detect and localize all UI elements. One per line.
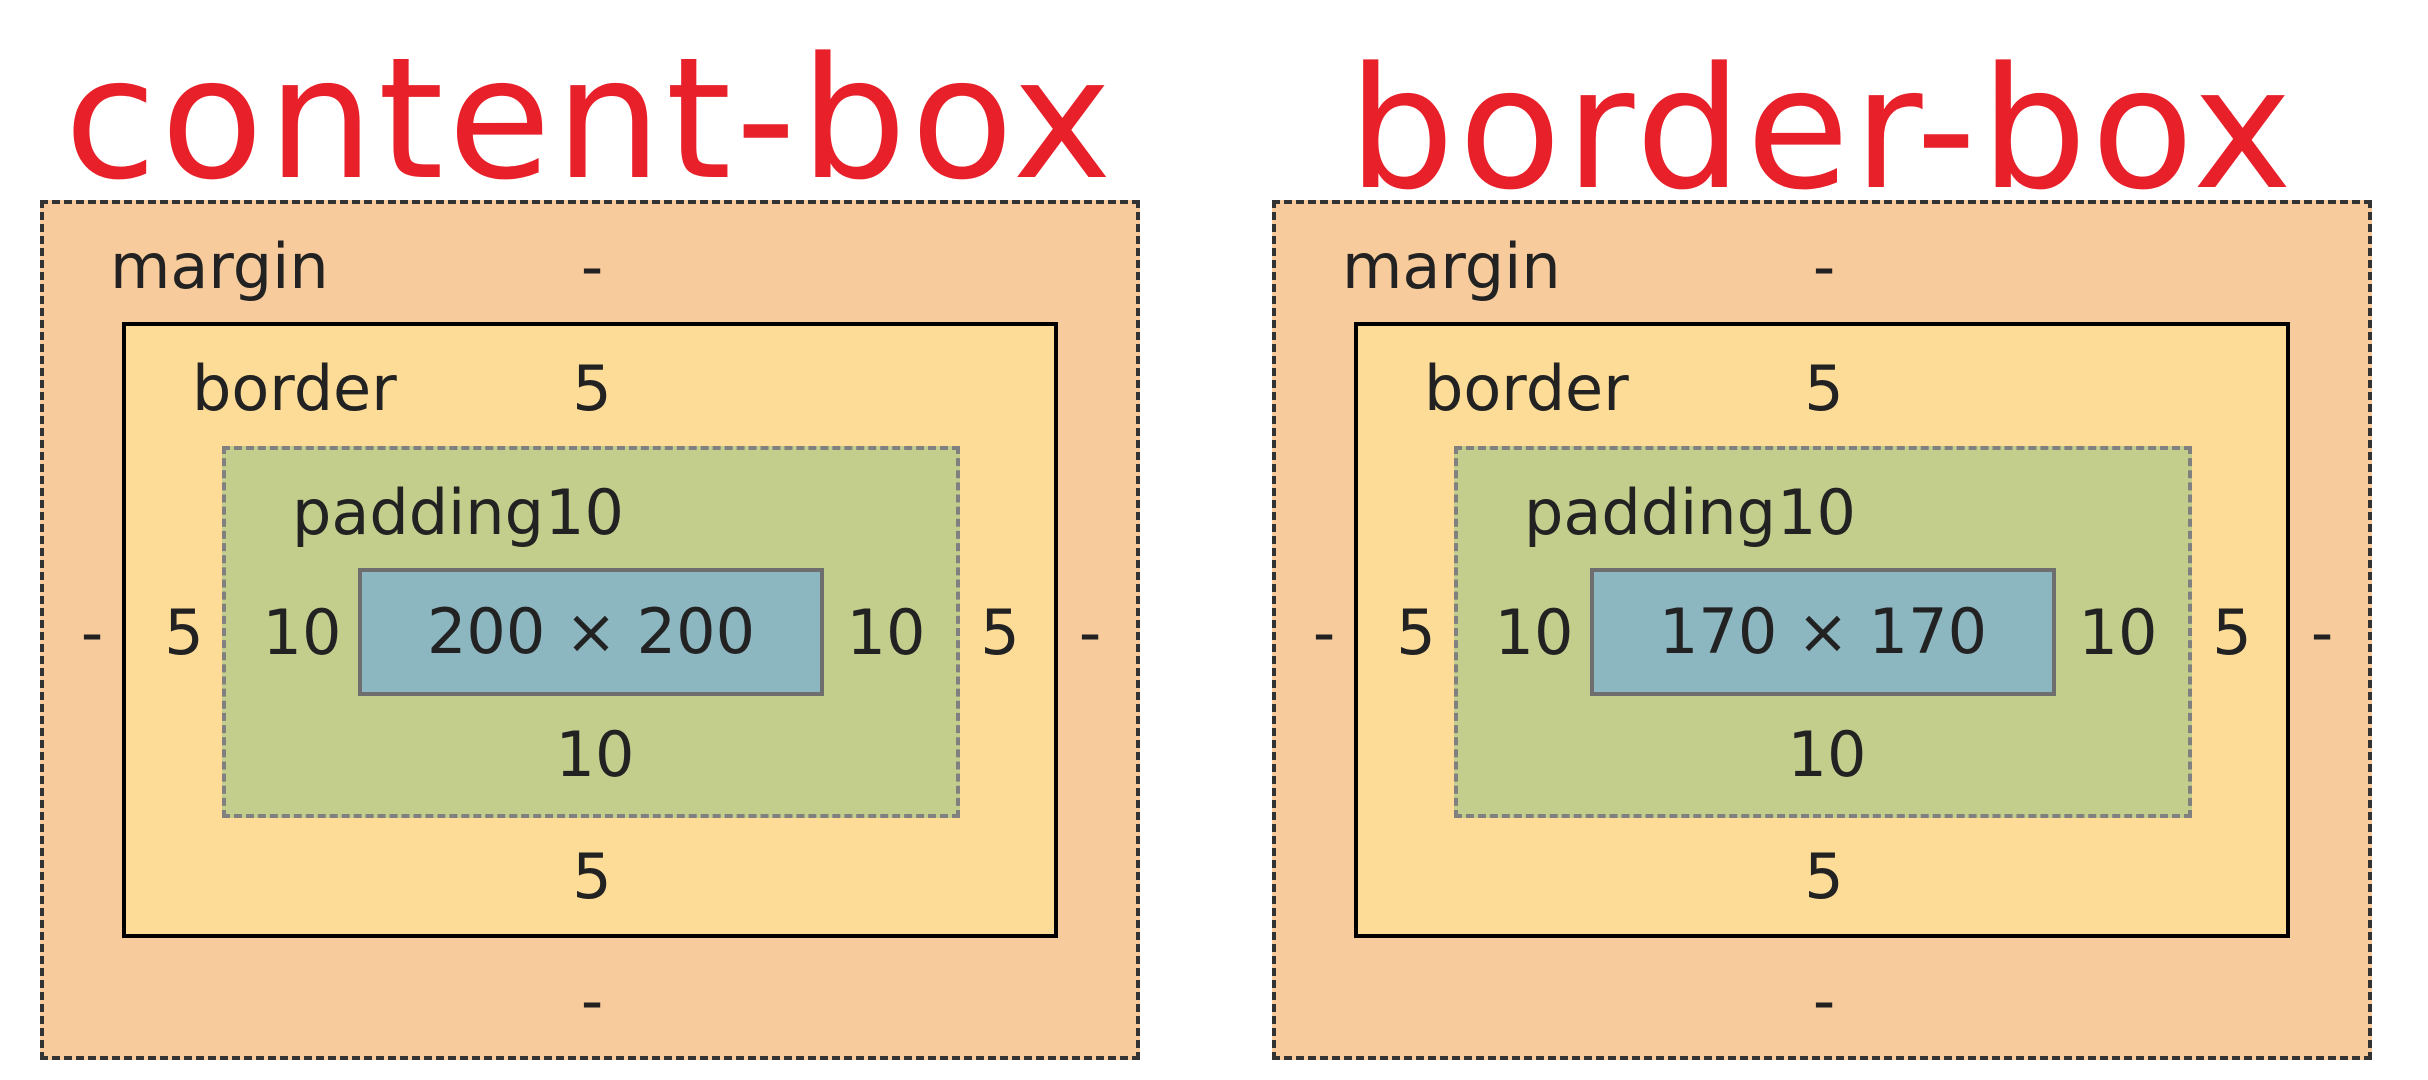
margin-label: margin: [110, 230, 329, 303]
border-right-value: 5: [2212, 596, 2252, 669]
padding-left-value: 10: [1494, 596, 1574, 669]
margin-label: margin: [1342, 230, 1561, 303]
border-right-value: 5: [980, 596, 1020, 669]
padding-bottom-value: 10: [555, 718, 635, 791]
content-dimensions: 200 × 200: [426, 595, 756, 668]
content-area: 170 × 170: [1590, 568, 2056, 696]
content-dimensions: 170 × 170: [1658, 595, 1988, 668]
border-bottom-value: 5: [572, 840, 612, 913]
margin-left-value: -: [80, 596, 104, 669]
margin-top-value: -: [1812, 230, 1836, 303]
border-left-value: 5: [1396, 596, 1436, 669]
padding-right-value: 10: [846, 596, 926, 669]
margin-right-value: -: [1078, 596, 1102, 669]
border-box-title: border-box: [1347, 31, 2297, 227]
content-box-title: content-box: [64, 21, 1116, 217]
margin-bottom-value: -: [1812, 964, 1836, 1037]
border-box-panel: border-box 170 × 170 margin - - - - bord…: [1272, 0, 2412, 1080]
padding-top-value: 10: [545, 476, 624, 549]
border-left-value: 5: [164, 596, 204, 669]
padding-right-value: 10: [2078, 596, 2158, 669]
padding-label: padding: [1524, 476, 1776, 549]
content-box-panel: content-box 200 × 200 margin - - - - bor…: [40, 0, 1180, 1080]
padding-bottom-value: 10: [1787, 718, 1867, 791]
padding-left-value: 10: [262, 596, 342, 669]
padding-top-value: 10: [1777, 476, 1856, 549]
margin-bottom-value: -: [580, 964, 604, 1037]
margin-right-value: -: [2310, 596, 2334, 669]
margin-top-value: -: [580, 230, 604, 303]
border-bottom-value: 5: [1804, 840, 1844, 913]
margin-left-value: -: [1312, 596, 1336, 669]
border-label: border: [1424, 352, 1629, 425]
border-label: border: [192, 352, 397, 425]
border-top-value: 5: [1804, 352, 1844, 425]
content-area: 200 × 200: [358, 568, 824, 696]
border-top-value: 5: [572, 352, 612, 425]
padding-label: padding: [292, 476, 544, 549]
